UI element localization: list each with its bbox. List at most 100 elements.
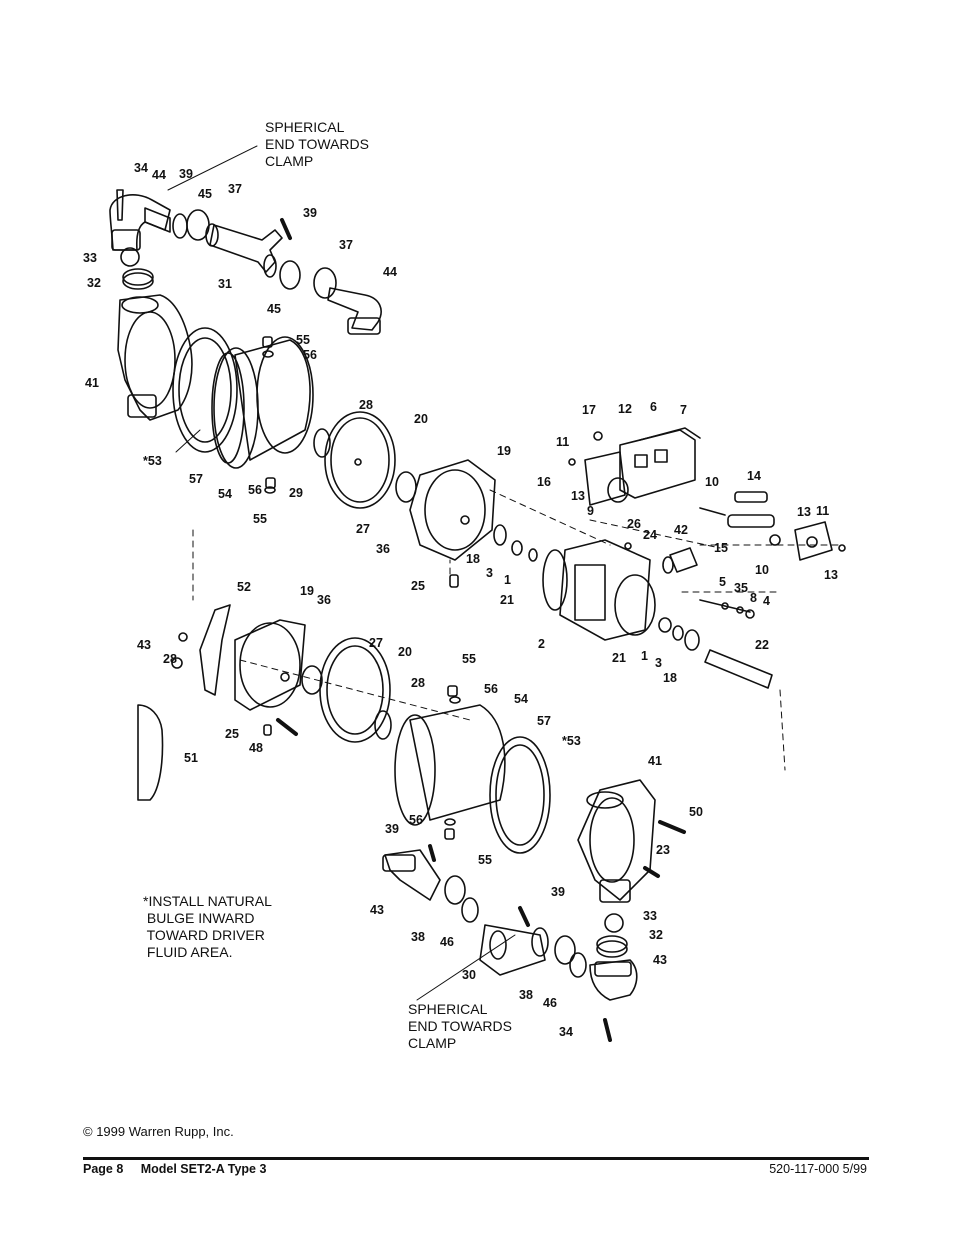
diaphragm-57-54-left bbox=[211, 336, 314, 469]
callout-6: 6 bbox=[650, 400, 657, 414]
bottom-elbow-43-left bbox=[382, 849, 441, 901]
install-note: *INSTALL NATURAL BULGE INWARD TOWARD DRI… bbox=[143, 893, 272, 960]
callout-14: 14 bbox=[747, 469, 761, 483]
callout-55: 55 bbox=[478, 853, 492, 867]
callout-45: 45 bbox=[267, 302, 281, 316]
callout-19: 19 bbox=[300, 584, 314, 598]
callout-38: 38 bbox=[519, 988, 533, 1002]
callout-39: 39 bbox=[179, 167, 193, 181]
inner-chamber-19-left bbox=[234, 619, 306, 711]
air-valve-6-7-12 bbox=[619, 427, 701, 499]
callout-55: 55 bbox=[462, 652, 476, 666]
end-cap-13-11-right bbox=[769, 521, 846, 561]
callout-15: 15 bbox=[714, 541, 728, 555]
callout-56: 56 bbox=[484, 682, 498, 696]
ball-and-seat-33-32 bbox=[120, 247, 154, 290]
callout-48: 48 bbox=[249, 741, 263, 755]
callout-9: 9 bbox=[587, 504, 594, 518]
callout-17: 17 bbox=[582, 403, 596, 417]
callout-20: 20 bbox=[414, 412, 428, 426]
callout-44: 44 bbox=[152, 168, 166, 182]
spool-14-15 bbox=[699, 491, 775, 528]
callout-54: 54 bbox=[218, 487, 232, 501]
callout-52: 52 bbox=[237, 580, 251, 594]
footer-rule bbox=[83, 1157, 869, 1160]
bushings-18-3-1-top bbox=[449, 524, 538, 588]
callout-56: 56 bbox=[409, 813, 423, 827]
callout-45: 45 bbox=[198, 187, 212, 201]
callout-35: 35 bbox=[734, 581, 748, 595]
spherical-end-note-top: SPHERICAL END TOWARDS CLAMP bbox=[265, 119, 369, 169]
callout-32: 32 bbox=[649, 928, 663, 942]
callout-1: 1 bbox=[504, 573, 511, 587]
pilot-sleeve-42 bbox=[662, 547, 698, 574]
callout-39: 39 bbox=[303, 206, 317, 220]
assembly-lines bbox=[192, 489, 841, 771]
callout-16: 16 bbox=[537, 475, 551, 489]
callout-53: *53 bbox=[143, 454, 162, 468]
callout-29: 29 bbox=[289, 486, 303, 500]
callout-44: 44 bbox=[383, 265, 397, 279]
callout-34: 34 bbox=[134, 161, 148, 175]
pilot-parts-5-35-8-4 bbox=[624, 542, 755, 619]
top-elbow-34-44 bbox=[109, 189, 171, 251]
clamps-orings-bottom bbox=[444, 875, 587, 978]
bottom-tee-30 bbox=[479, 924, 549, 976]
clamps-and-orings-top bbox=[172, 209, 337, 299]
callout-56: 56 bbox=[303, 348, 317, 362]
callout-20: 20 bbox=[398, 645, 412, 659]
callout-11: 11 bbox=[816, 504, 830, 518]
callout-8: 8 bbox=[750, 591, 757, 605]
model-name: Model SET2-A Type 3 bbox=[140, 1162, 267, 1176]
top-right-elbow-44 bbox=[327, 287, 382, 335]
callout-37: 37 bbox=[339, 238, 353, 252]
diaphragm-54-57-bottom bbox=[394, 704, 551, 854]
callout-10: 10 bbox=[755, 563, 769, 577]
callout-43: 43 bbox=[653, 953, 667, 967]
callout-38: 38 bbox=[411, 930, 425, 944]
callout-4: 4 bbox=[763, 594, 770, 608]
callout-36: 36 bbox=[317, 593, 331, 607]
bracket-52 bbox=[137, 604, 231, 801]
callout-41: 41 bbox=[85, 376, 99, 390]
callout-46: 46 bbox=[440, 935, 454, 949]
doc-number: 520-117-000 5/99 bbox=[769, 1162, 867, 1176]
outer-chamber-41-bottom bbox=[577, 779, 656, 903]
callout-53: *53 bbox=[562, 734, 581, 748]
page-number: Page 8 bbox=[83, 1162, 124, 1176]
pins-50-23 bbox=[428, 820, 686, 927]
callout-27: 27 bbox=[369, 636, 383, 650]
callout-56: 56 bbox=[248, 483, 262, 497]
gasket-53-left bbox=[172, 327, 238, 453]
callout-39: 39 bbox=[385, 822, 399, 836]
callout-32: 32 bbox=[87, 276, 101, 290]
small-parts-55-56-48-25-bottom bbox=[171, 632, 461, 840]
callout-30: 30 bbox=[462, 968, 476, 982]
ball-seat-33-32-bottom bbox=[596, 913, 628, 958]
plate-29-28-20-27-left bbox=[313, 411, 417, 509]
callout-37: 37 bbox=[228, 182, 242, 196]
plate-27-20-28-bottom bbox=[301, 637, 392, 743]
callout-43: 43 bbox=[137, 638, 151, 652]
callout-39: 39 bbox=[551, 885, 565, 899]
callout-34: 34 bbox=[559, 1025, 573, 1039]
valve-body-11-9-13 bbox=[568, 431, 629, 506]
callout-28: 28 bbox=[411, 676, 425, 690]
callout-28: 28 bbox=[163, 652, 177, 666]
callout-26: 26 bbox=[627, 517, 641, 531]
shaft-22 bbox=[704, 649, 773, 689]
callout-57: 57 bbox=[189, 472, 203, 486]
callout-43: 43 bbox=[370, 903, 384, 917]
small-parts-55-56-left bbox=[262, 336, 276, 494]
callout-19: 19 bbox=[497, 444, 511, 458]
callout-13: 13 bbox=[571, 489, 585, 503]
callout-10: 10 bbox=[705, 475, 719, 489]
callout-46: 46 bbox=[543, 996, 557, 1010]
inner-chamber-19-right bbox=[409, 459, 496, 561]
outer-chamber-41-left bbox=[117, 294, 193, 421]
leader-lines bbox=[167, 145, 516, 1001]
callout-12: 12 bbox=[618, 402, 632, 416]
callout-42: 42 bbox=[674, 523, 688, 537]
center-section-2 bbox=[542, 539, 656, 641]
